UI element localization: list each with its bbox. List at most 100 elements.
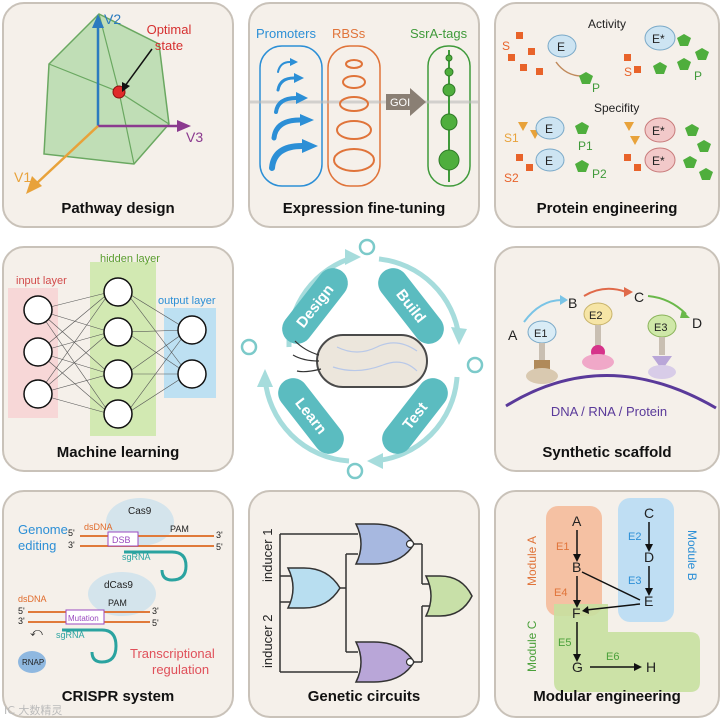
svg-text:E6: E6 bbox=[606, 651, 619, 663]
svg-text:PAM: PAM bbox=[170, 524, 189, 534]
svg-text:E*: E* bbox=[652, 124, 665, 138]
svg-text:editing: editing bbox=[18, 538, 56, 553]
svg-text:sgRNA: sgRNA bbox=[56, 630, 85, 640]
panel-synthetic-scaffold: A B C D E1 E2 E3 DNA / RNA / Protein Syn… bbox=[494, 246, 720, 472]
svg-text:S: S bbox=[502, 39, 510, 53]
svg-text:regulation: regulation bbox=[152, 662, 209, 677]
specifity-label: Specifity bbox=[594, 101, 639, 115]
svg-text:dCas9: dCas9 bbox=[104, 580, 133, 591]
panel-modular-engineering: Module A Module B Module C A B C D E F G… bbox=[494, 490, 720, 718]
svg-text:D: D bbox=[644, 549, 654, 565]
output-layer-label: output layer bbox=[158, 295, 216, 307]
svg-text:G: G bbox=[572, 659, 583, 675]
circuit-diagram: inducer 1 inducer 2 bbox=[260, 523, 473, 683]
svg-text:E1: E1 bbox=[556, 541, 569, 553]
dbtl-cycle: Design Build Test Learn bbox=[240, 238, 484, 480]
svg-text:S1: S1 bbox=[504, 131, 519, 145]
svg-text:F: F bbox=[572, 605, 581, 621]
activity-label: Activity bbox=[588, 17, 626, 31]
svg-text:P: P bbox=[592, 81, 600, 95]
crispr-diagram: Genome editing Cas9 dsDNA 5' 3' PAM 3' 5… bbox=[18, 498, 223, 677]
module-a-label: Module A bbox=[525, 536, 539, 586]
panel-machine-learning: input layer hidden layer output layer Ma… bbox=[2, 246, 234, 472]
or-gate-left bbox=[286, 567, 341, 609]
test-pill bbox=[382, 378, 448, 454]
inducer2-label: inducer 2 bbox=[260, 615, 275, 668]
axis-v2: V2 bbox=[104, 11, 121, 27]
panel-title: Synthetic scaffold bbox=[542, 444, 672, 461]
state-label: state bbox=[155, 38, 183, 53]
rbss-label: RBSs bbox=[332, 26, 366, 41]
hidden-layer-label: hidden layer bbox=[100, 253, 160, 265]
axis-v1: V1 bbox=[14, 169, 31, 185]
svg-text:E4: E4 bbox=[554, 587, 567, 599]
svg-text:E5: E5 bbox=[558, 637, 571, 649]
panel-title: CRISPR system bbox=[61, 688, 175, 705]
svg-text:E2: E2 bbox=[628, 531, 641, 543]
protein-diagram: Activity Specifity S E P S E* P S1 bbox=[502, 17, 713, 185]
svg-text:3': 3' bbox=[68, 540, 75, 550]
goi-arrow bbox=[386, 88, 426, 116]
svg-text:E: E bbox=[545, 154, 553, 168]
pathway-diagram: V2 V3 V1 Optimal state bbox=[14, 11, 203, 194]
panel-title: Machine learning bbox=[56, 444, 180, 461]
svg-text:sgRNA: sgRNA bbox=[122, 552, 151, 562]
module-b-label: Module B bbox=[685, 530, 699, 581]
svg-text:S2: S2 bbox=[504, 171, 519, 185]
svg-text:D: D bbox=[692, 315, 702, 331]
svg-text:Mutation: Mutation bbox=[68, 614, 99, 623]
svg-text:E*: E* bbox=[652, 32, 665, 46]
svg-text:E: E bbox=[557, 40, 565, 54]
svg-text:E1: E1 bbox=[534, 328, 547, 340]
svg-text:E3: E3 bbox=[628, 575, 641, 587]
svg-text:S: S bbox=[624, 65, 632, 79]
panel-crispr-system: Genome editing Cas9 dsDNA 5' 3' PAM 3' 5… bbox=[2, 490, 234, 718]
svg-text:E2: E2 bbox=[589, 310, 602, 322]
nor-gate-top bbox=[354, 523, 415, 565]
build-pill bbox=[378, 268, 444, 344]
svg-text:5': 5' bbox=[216, 542, 223, 552]
svg-text:E3: E3 bbox=[654, 322, 667, 334]
panel-title: Protein engineering bbox=[536, 200, 678, 217]
svg-text:H: H bbox=[646, 659, 656, 675]
svg-text:E: E bbox=[545, 122, 553, 136]
panel-title: Expression fine-tuning bbox=[282, 200, 446, 217]
neural-network-diagram: input layer hidden layer output layer bbox=[8, 253, 216, 436]
input-layer-label: input layer bbox=[16, 275, 67, 287]
svg-text:B: B bbox=[572, 559, 581, 575]
or-gate-right bbox=[424, 575, 473, 617]
modular-diagram: Module A Module B Module C A B C D E F G… bbox=[525, 498, 700, 692]
svg-text:C: C bbox=[644, 505, 654, 521]
svg-text:⤺: ⤺ bbox=[30, 625, 43, 639]
panel-pathway-design: V2 V3 V1 Optimal state Pathway design bbox=[2, 2, 234, 228]
rnap-label: RNAP bbox=[22, 658, 44, 667]
svg-text:Transcriptional: Transcriptional bbox=[130, 646, 215, 661]
svg-text:A: A bbox=[572, 513, 582, 529]
watermark: IC 大数精灵 bbox=[4, 704, 63, 717]
svg-text:E*: E* bbox=[652, 154, 665, 168]
svg-text:5': 5' bbox=[18, 606, 25, 616]
inducer1-label: inducer 1 bbox=[260, 529, 275, 582]
svg-text:dsDNA: dsDNA bbox=[84, 522, 113, 532]
panel-title: Genetic circuits bbox=[307, 688, 421, 705]
panel-title: Modular engineering bbox=[533, 688, 681, 705]
svg-text:5': 5' bbox=[68, 528, 75, 538]
axis-v3: V3 bbox=[186, 129, 203, 145]
scaffold-diagram: A B C D E1 E2 E3 DNA / RNA / Protein bbox=[505, 287, 717, 419]
svg-text:E: E bbox=[644, 593, 653, 609]
svg-text:P1: P1 bbox=[578, 139, 593, 153]
ssra-label: SsrA-tags bbox=[410, 26, 468, 41]
goi-label: GOI bbox=[390, 97, 410, 109]
svg-text:PAM: PAM bbox=[108, 598, 127, 608]
dna-rna-protein-label: DNA / RNA / Protein bbox=[551, 404, 667, 419]
svg-text:P: P bbox=[694, 69, 702, 83]
svg-text:B: B bbox=[568, 295, 577, 311]
svg-text:Cas9: Cas9 bbox=[128, 506, 152, 517]
svg-text:DSB: DSB bbox=[112, 535, 131, 545]
bacterium-icon bbox=[292, 334, 428, 388]
module-c-label: Module C bbox=[525, 620, 539, 672]
panel-genetic-circuits: inducer 1 inducer 2 Genetic circuits bbox=[248, 490, 480, 718]
svg-text:C: C bbox=[634, 289, 644, 305]
svg-text:A: A bbox=[508, 327, 518, 343]
svg-text:3': 3' bbox=[152, 606, 159, 616]
